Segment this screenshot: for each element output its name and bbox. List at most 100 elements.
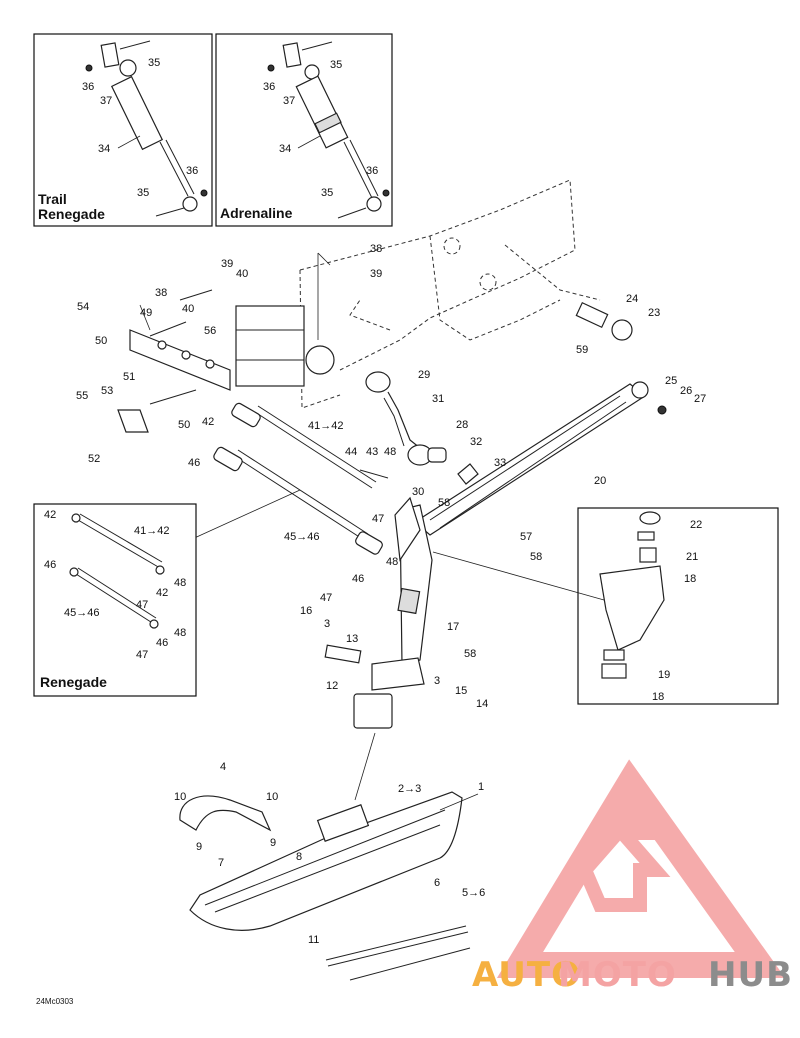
label-43: 43 bbox=[366, 446, 378, 458]
label-1: 1 bbox=[478, 781, 484, 793]
inset-title-renegade: Renegade bbox=[38, 206, 105, 222]
watermark-moto: MOTO bbox=[558, 955, 677, 995]
label-17: 17 bbox=[447, 621, 459, 633]
label-10: 10 bbox=[174, 791, 186, 803]
label-51: 51 bbox=[123, 371, 135, 383]
label-50: 50 bbox=[178, 419, 190, 431]
label-22: 22 bbox=[690, 519, 702, 531]
leader-lines bbox=[139, 252, 605, 811]
label-36: 36 bbox=[186, 165, 198, 177]
label-44: 44 bbox=[345, 446, 357, 458]
label-3: 3 bbox=[324, 618, 330, 630]
label-56: 56 bbox=[204, 325, 216, 337]
label-29: 29 bbox=[418, 369, 430, 381]
label-54: 54 bbox=[77, 301, 89, 313]
label-39: 39 bbox=[221, 258, 233, 270]
main-callouts: 38 39 38 39 40 54 49 40 56 50 51 55 53 5… bbox=[76, 243, 706, 946]
label-9: 9 bbox=[270, 837, 276, 849]
label-45-46: 45→46 bbox=[284, 531, 319, 543]
chassis-frame bbox=[235, 179, 601, 409]
label-20: 20 bbox=[594, 475, 606, 487]
label-42: 42 bbox=[156, 587, 168, 599]
label-33: 33 bbox=[494, 457, 506, 469]
reference-code: 24Mc0303 bbox=[36, 997, 74, 1006]
label-58: 58 bbox=[530, 551, 542, 563]
label-18: 18 bbox=[684, 573, 696, 585]
label-38: 38 bbox=[155, 287, 167, 299]
label-5-6: 5→6 bbox=[462, 887, 485, 899]
label-26: 26 bbox=[680, 385, 692, 397]
label-53: 53 bbox=[101, 385, 113, 397]
label-36: 36 bbox=[366, 165, 378, 177]
label-19: 19 bbox=[658, 669, 670, 681]
label-49: 49 bbox=[140, 307, 152, 319]
watermark-auto: AUTO bbox=[472, 955, 581, 995]
label-48: 48 bbox=[174, 577, 186, 589]
detail-labels: 22 21 18 19 18 bbox=[652, 519, 702, 703]
label-47: 47 bbox=[320, 592, 332, 604]
tie-rods bbox=[213, 402, 389, 555]
steering-bracket bbox=[117, 289, 231, 433]
inset-renegade-tierods: 42 41→42 46 48 42 45→46 47 48 46 47 Rene… bbox=[33, 503, 197, 697]
label-11: 11 bbox=[308, 934, 319, 946]
label-4: 4 bbox=[220, 761, 226, 773]
label-32: 32 bbox=[470, 436, 482, 448]
label-58: 58 bbox=[438, 497, 450, 509]
label-41-42: 41→42 bbox=[308, 420, 343, 432]
label-30: 30 bbox=[412, 486, 424, 498]
label-45-46: 45→46 bbox=[64, 607, 99, 619]
label-35: 35 bbox=[137, 187, 149, 199]
label-7: 7 bbox=[218, 857, 224, 869]
label-37: 37 bbox=[283, 95, 295, 107]
ski-spindle bbox=[324, 496, 433, 691]
label-36: 36 bbox=[82, 81, 94, 93]
inset-title-trail: Trail bbox=[38, 191, 67, 207]
label-55: 55 bbox=[76, 390, 88, 402]
label-57: 57 bbox=[520, 531, 532, 543]
label-31: 31 bbox=[432, 393, 444, 405]
label-48: 48 bbox=[386, 556, 398, 568]
label-23: 23 bbox=[648, 307, 660, 319]
inset-adrenaline: 35 36 37 34 36 35 Adrenaline bbox=[215, 33, 393, 227]
label-18: 18 bbox=[652, 691, 664, 703]
shock-absorber-icon bbox=[267, 41, 390, 219]
label-12: 12 bbox=[326, 680, 338, 692]
label-36: 36 bbox=[263, 81, 275, 93]
label-6: 6 bbox=[434, 877, 440, 889]
label-59: 59 bbox=[576, 344, 588, 356]
label-21: 21 bbox=[686, 551, 698, 563]
label-15: 15 bbox=[455, 685, 467, 697]
label-3: 3 bbox=[434, 675, 440, 687]
label-38: 38 bbox=[370, 243, 382, 255]
inset-title-adrenaline: Adrenaline bbox=[220, 205, 293, 221]
ski bbox=[179, 693, 471, 981]
label-58: 58 bbox=[464, 648, 476, 660]
label-13: 13 bbox=[346, 633, 358, 645]
label-48: 48 bbox=[384, 446, 396, 458]
label-34: 34 bbox=[279, 143, 291, 155]
label-42: 42 bbox=[44, 509, 56, 521]
label-47: 47 bbox=[136, 599, 148, 611]
inset-trail-renegade: 35 36 37 34 36 35 Trail Renegade bbox=[33, 33, 213, 227]
label-8: 8 bbox=[296, 851, 302, 863]
label-27: 27 bbox=[694, 393, 706, 405]
label-40: 40 bbox=[182, 303, 194, 315]
label-16: 16 bbox=[300, 605, 312, 617]
label-47: 47 bbox=[136, 649, 148, 661]
label-42: 42 bbox=[202, 416, 214, 428]
label-52: 52 bbox=[88, 453, 100, 465]
watermark-text: AUTO MOTO HUB bbox=[472, 955, 793, 995]
label-50: 50 bbox=[95, 335, 107, 347]
label-39: 39 bbox=[370, 268, 382, 280]
label-9: 9 bbox=[196, 841, 202, 853]
label-35: 35 bbox=[321, 187, 333, 199]
watermark-hub: HUB bbox=[708, 955, 793, 995]
a-arm bbox=[414, 301, 667, 536]
label-47: 47 bbox=[372, 513, 384, 525]
label-2-3: 2→3 bbox=[398, 783, 421, 795]
inset-title-renegade: Renegade bbox=[40, 674, 107, 690]
shock-absorber-icon bbox=[85, 40, 208, 217]
steering-arm bbox=[365, 371, 479, 485]
label-34: 34 bbox=[98, 143, 110, 155]
